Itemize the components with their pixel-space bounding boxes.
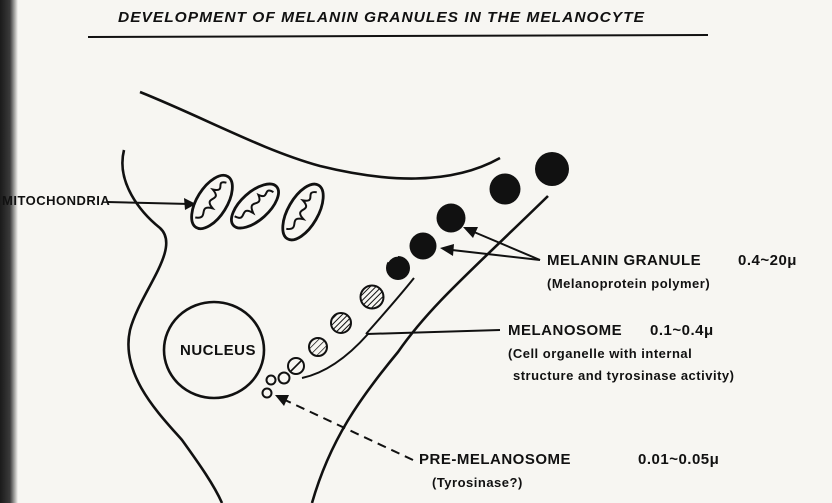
melanosome-note-line-1: (Cell organelle with internal (508, 346, 692, 361)
pre-melanosome-dot (279, 373, 290, 384)
melanin-granule-size: 0.4~20μ (738, 252, 797, 269)
melanin-granule-label: MELANIN GRANULE (547, 252, 701, 269)
melanosome-size: 0.1~0.4μ (650, 322, 714, 339)
diagram-title: DEVELOPMENT OF MELANIN GRANULES IN THE M… (118, 9, 645, 26)
melanin-granule (410, 233, 437, 260)
melanosome-stage-4 (361, 286, 384, 309)
melanosome-label: MELANOSOME (508, 322, 622, 339)
pre-melanosome-dot (263, 389, 272, 398)
mitochondria-label: MITOCHONDRIA (2, 193, 110, 208)
melanosome-stage-3 (331, 313, 351, 333)
pre-melanosome-note: (Tyrosinase?) (432, 475, 523, 490)
melanosome-stage-2 (309, 338, 327, 356)
pre-melanosome-arrow (285, 400, 413, 460)
melanin-granule (437, 204, 466, 233)
pre-melanosome-label: PRE-MELANOSOME (419, 451, 571, 468)
cell-membrane-top (140, 92, 500, 179)
melanosome-leader-line (367, 330, 500, 334)
title-underline (88, 35, 708, 37)
melanosome-note-line-2: structure and tyrosinase activity) (513, 368, 734, 383)
mitochondrion-3 (275, 178, 332, 247)
melanin-granule-note: (Melanoprotein polymer) (547, 276, 710, 291)
mitochondria-arrow (107, 202, 190, 204)
pre-melanosome-size: 0.01~0.05μ (638, 451, 719, 468)
melanin-granule-arrowhead-1 (440, 244, 454, 256)
pre-melanosome-dot (267, 376, 276, 385)
melanin-granule (490, 174, 521, 205)
nucleus-label: NUCLEUS (180, 342, 256, 359)
melanin-granule (535, 152, 569, 186)
